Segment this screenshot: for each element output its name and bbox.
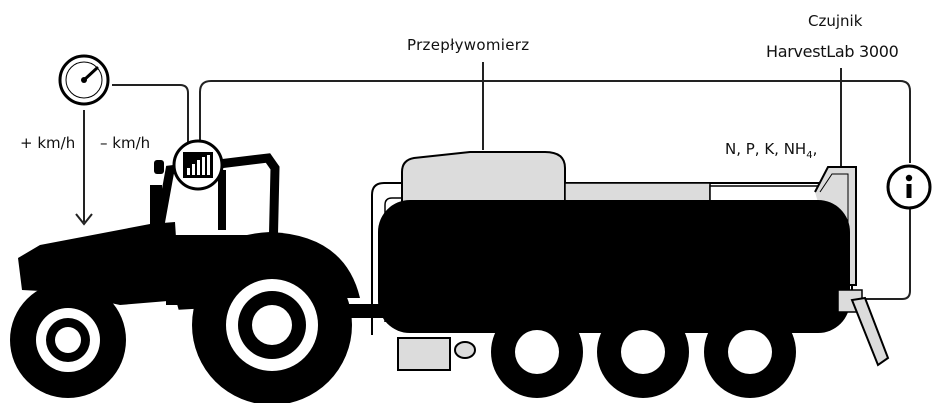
nutrients-subscript: 4 <box>806 150 813 161</box>
info-icon <box>886 164 932 210</box>
tank-body <box>378 200 850 333</box>
sensor-label-line2: HarvestLab 3000 <box>766 42 899 61</box>
tanker-wheel-3 <box>704 306 796 398</box>
tractor-front-wheel <box>10 282 126 398</box>
flowmeter-housing <box>401 151 566 206</box>
speed-down-label: – km/h <box>100 134 151 152</box>
nutrients-tail: , <box>812 140 818 158</box>
bar-chart-terminal-icon <box>172 139 224 191</box>
nutrients-main: N, P, K, NH <box>725 140 807 158</box>
slurry-tanker <box>371 151 890 398</box>
tanker-wheel-2 <box>597 306 689 398</box>
speedometer-icon <box>58 54 110 106</box>
tanker-wheel-1 <box>491 306 583 398</box>
spreading-boom <box>850 296 890 367</box>
speed-up-label: + km/h <box>20 134 76 152</box>
nutrients-label: N, P, K, NH4, <box>725 140 817 161</box>
sensor-label-line1: Czujnik <box>808 12 863 30</box>
tractor <box>10 153 400 405</box>
flowmeter-label: Przepływomierz <box>407 36 530 54</box>
tractor-rear-wheel <box>192 245 352 405</box>
